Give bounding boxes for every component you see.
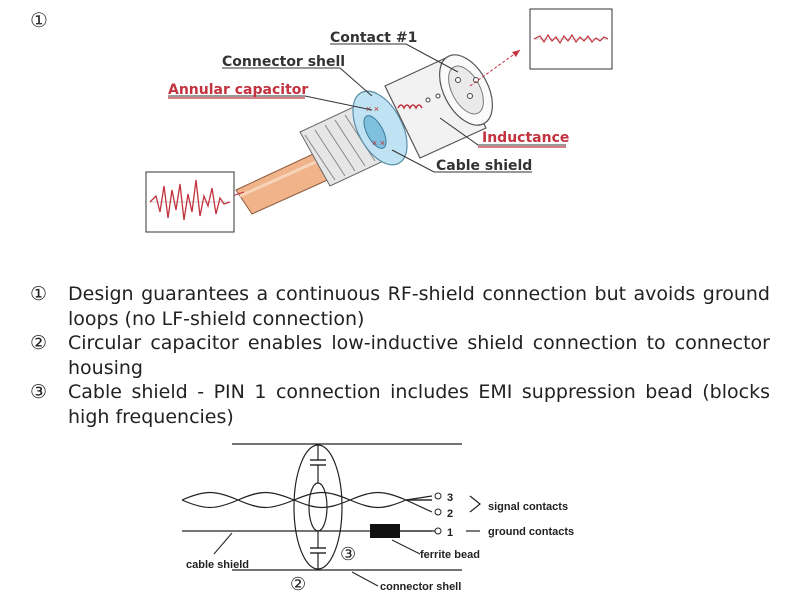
signal-contacts-label: signal contacts [488, 501, 568, 513]
list-text: Circular capacitor enables low-inductive… [68, 332, 770, 379]
inductance-coil [397, 104, 423, 110]
signal-path-arrow [469, 49, 521, 87]
figure-marker-1: ① [30, 8, 48, 32]
callout-connector-shell: Connector shell [222, 54, 345, 70]
annular-capacitor-ring: × × × × [352, 90, 408, 166]
input-waveform-box [145, 171, 235, 233]
pin-1-label: 1 [447, 527, 453, 539]
marker-3: ③ [340, 544, 356, 565]
cable-shield-label: cable shield [186, 559, 249, 571]
connector-illustration: × × × × Contact #1 [145, 8, 613, 233]
ferrite-bead [370, 524, 400, 538]
pin-3-label: 3 [447, 492, 453, 504]
signal-bracket [469, 495, 481, 513]
output-waveform-box [529, 8, 613, 70]
pin-2-contact [434, 508, 442, 516]
pin-3-contact [434, 492, 442, 500]
list-marker: ② [30, 332, 48, 354]
callout-contact-1: Contact #1 [330, 30, 417, 46]
list-marker: ① [30, 283, 48, 305]
list-item: ③ Cable shield - PIN 1 connection includ… [30, 380, 770, 429]
ferrite-bead-label: ferrite bead [420, 549, 480, 561]
svg-text:× ×: × × [372, 138, 385, 148]
ground-contacts-label: ground contacts [488, 526, 574, 538]
connector-shell-label: connector shell [380, 581, 461, 593]
shield-schematic: 3 2 1 signal contacts ground contacts fe… [181, 443, 574, 595]
leader-lines [168, 43, 566, 173]
callout-cable-shield: Cable shield [436, 158, 532, 174]
svg-text:× ×: × × [366, 104, 379, 114]
feature-list: ① Design guarantees a continuous RF-shie… [30, 282, 770, 429]
list-text: Cable shield - PIN 1 connection includes… [68, 381, 770, 428]
list-item: ② Circular capacitor enables low-inducti… [30, 331, 770, 380]
callout-inductance: Inductance [482, 130, 569, 146]
list-item: ① Design guarantees a continuous RF-shie… [30, 282, 770, 331]
marker-2: ② [290, 574, 306, 595]
list-marker: ③ [30, 381, 48, 403]
list-text: Design guarantees a continuous RF-shield… [68, 283, 770, 330]
pin-2-label: 2 [447, 508, 453, 520]
callout-annular-capacitor: Annular capacitor [168, 82, 308, 98]
pin-1-contact [434, 527, 442, 535]
